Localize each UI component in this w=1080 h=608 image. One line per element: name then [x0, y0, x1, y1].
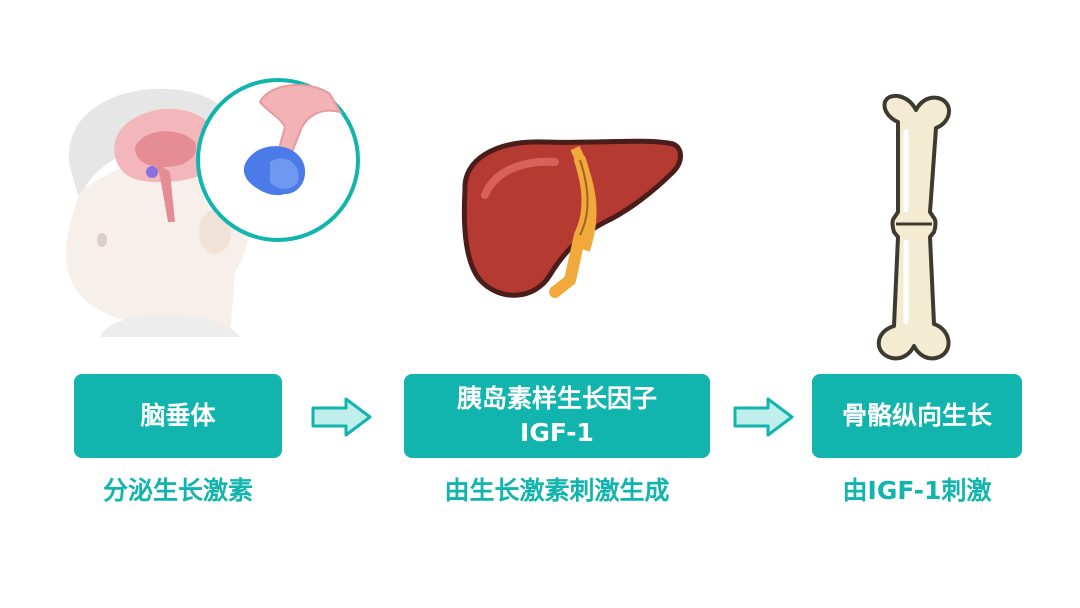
step-box-pituitary: 脑垂体: [74, 374, 282, 458]
step-title: 胰岛素样生长因子: [456, 384, 657, 413]
arrow-right-icon: [311, 397, 372, 437]
step-caption: 由IGF-1刺激: [842, 476, 992, 505]
step-subtitle: IGF-1: [520, 418, 594, 447]
step-title: 骨骼纵向生长: [841, 401, 992, 430]
step-box-bone-growth: 骨骼纵向生长: [812, 374, 1022, 458]
step-caption: 分泌生长激素: [102, 476, 253, 505]
bone-icon: [876, 93, 951, 361]
arrow-right-icon: [733, 397, 794, 437]
pituitary-head-icon: [65, 78, 360, 337]
step-box-igf1: 胰岛素样生长因子 IGF-1: [404, 374, 710, 458]
step-caption: 由生长激素刺激生成: [444, 476, 670, 505]
step-title: 脑垂体: [140, 401, 216, 430]
liver-icon: [461, 138, 683, 298]
